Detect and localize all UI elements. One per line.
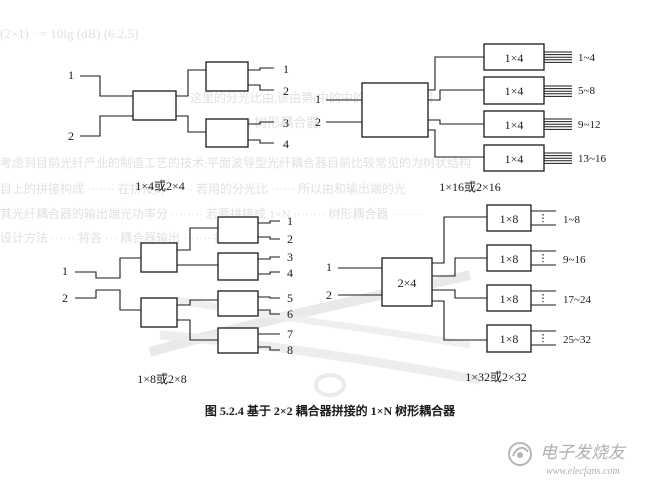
bleed-body3: 其光纤耦合器的输出端光功率分 ········ 若要拼接成 1×N ······…	[0, 206, 423, 221]
bleed-body2: 目上的拼接构成 ······· 在拼接好 ······ 若用的分光比 ·····…	[0, 181, 406, 196]
d1-caption: 1×4或2×4	[135, 179, 185, 193]
d1-output-3: 3	[283, 116, 289, 130]
d3-output-3: 3	[287, 250, 293, 264]
d1-output-1: 1	[283, 62, 289, 76]
d4-caption: 1×32或2×32	[465, 370, 527, 384]
d1-coupler-lower	[205, 118, 249, 148]
d4-center-label: 2×4	[398, 276, 417, 290]
watermark-url: www.elecfans.com	[546, 466, 620, 477]
d4-range-1: 1~8	[563, 214, 580, 226]
d3-coupler-2a	[217, 216, 259, 244]
d2-box-4	[483, 144, 545, 172]
d2-box-4-label: 1×4	[505, 152, 524, 166]
d2-range-2: 5~8	[578, 85, 595, 97]
d4-box-1-label: 1×8	[500, 212, 519, 226]
d3-coupler-2c	[217, 290, 259, 317]
d4-box-3-label: 1×8	[500, 292, 519, 306]
d1-output-4: 4	[283, 137, 289, 151]
background-bleed-text: (2×1) · = 10lg (dB) (6.2.5) 这里的分光比由,该由第(…	[0, 26, 471, 245]
d3-caption: 1×8或2×8	[137, 372, 187, 386]
figure-caption: 图 5.2.4 基于 2×2 耦合器拼接的 1×N 树形耦合器	[205, 403, 456, 418]
d2-range-4: 13~16	[578, 153, 606, 165]
bleed-header: (2×1) · = 10lg (dB) (6.2.5)	[0, 26, 139, 41]
diagram-1x16: 1 2 1×4 1×4 1×4 1×4 1~4 5~8 9~12 13~16 1…	[315, 43, 606, 194]
d3-output-4: 4	[287, 266, 293, 280]
d4-input-1: 1	[326, 260, 332, 274]
d2-input-1: 1	[315, 92, 321, 106]
d1-output-2: 2	[283, 84, 289, 98]
d4-box-3	[486, 284, 532, 312]
d4-box-2	[486, 244, 532, 272]
bleed-body1: 考虑到目前光纤产业的制造工艺的技术,平面波导型光纤耦合器目前比较常见的为树状结构	[0, 155, 471, 170]
d2-box-3-label: 1×4	[505, 118, 524, 132]
diagram-1x4: 1 2 1 2 3 4 1×4或2×4	[68, 61, 289, 193]
d2-range-3: 9~12	[578, 119, 600, 131]
diagram-1x8: 1 2 1 2 3 4	[62, 214, 293, 386]
d2-box-2-label: 1×4	[505, 84, 524, 98]
d4-range-4: 25~32	[563, 334, 591, 346]
d3-input-2: 2	[62, 291, 68, 305]
d2-caption: 1×16或2×16	[439, 180, 501, 194]
d3-coupler-2d	[217, 327, 259, 354]
d3-output-6: 6	[287, 307, 293, 321]
d3-coupler-2b	[217, 252, 259, 281]
d3-coupler-upper	[140, 242, 178, 273]
d1-input-1: 1	[68, 68, 74, 82]
watermark-logo-icon	[508, 442, 532, 466]
d1-input-2: 2	[68, 129, 74, 143]
d4-box-4-label: 1×8	[500, 332, 519, 346]
d2-box-2	[483, 76, 545, 105]
d2-coupler-stage1	[361, 82, 429, 138]
d2-box-1	[483, 43, 545, 71]
d3-coupler-lower	[140, 297, 178, 328]
d4-box-2-label: 1×8	[500, 252, 519, 266]
bleed-body4: 设计方法 ······ 将各 ··· 耦合器输出 ······· 拼接	[0, 230, 238, 245]
watermark-text: 电子发烧友	[540, 443, 627, 462]
d3-output-1: 1	[287, 214, 293, 228]
d3-output-8: 8	[287, 343, 293, 357]
d2-input-2: 2	[315, 115, 321, 129]
d4-box-1	[486, 204, 532, 232]
watermark: 电子发烧友 www.elecfans.com	[508, 442, 627, 477]
d4-range-3: 17~24	[563, 294, 591, 306]
d3-output-5: 5	[287, 291, 293, 305]
d4-box-4	[486, 324, 532, 353]
d3-input-1: 1	[62, 264, 68, 278]
d3-output-2: 2	[287, 232, 293, 246]
d4-input-2: 2	[326, 288, 332, 302]
d2-box-1-label: 1×4	[505, 51, 524, 65]
d1-coupler-stage1	[132, 90, 177, 121]
d1-coupler-upper	[205, 61, 249, 92]
d4-range-2: 9~16	[563, 254, 586, 266]
d2-box-3	[483, 110, 545, 138]
diagram-1x32: 1 2 2×4 1×8 1×8 1×8 1×8 1~8 9~16 17~24 2…	[326, 204, 591, 384]
d4-fiber-outputs	[531, 210, 556, 346]
d2-range-1: 1~4	[578, 52, 595, 64]
d2-fiber-outputs	[544, 51, 572, 164]
d3-output-7: 7	[287, 327, 293, 341]
d4-coupler-stage1	[381, 257, 433, 307]
